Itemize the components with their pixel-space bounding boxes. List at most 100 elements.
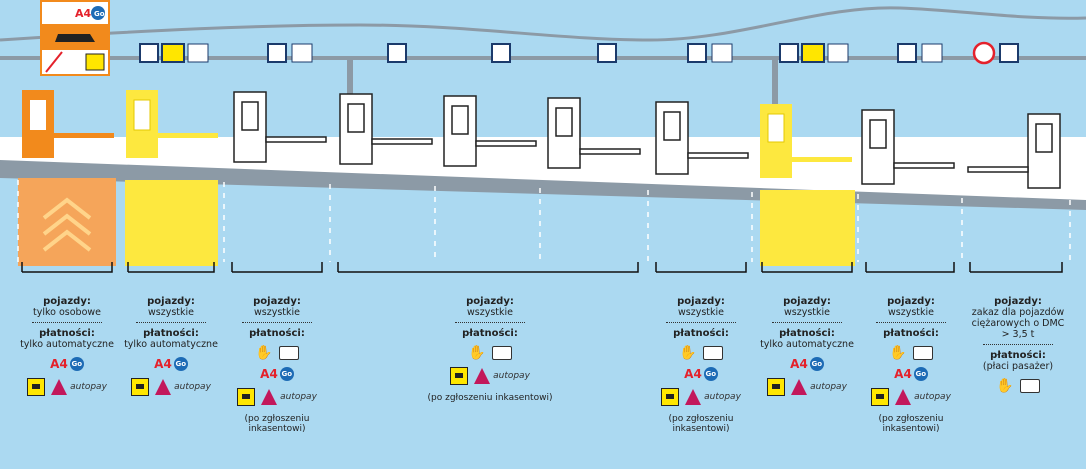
cash-icon: ✋ — [996, 378, 1014, 394]
booth-icon — [387, 43, 407, 63]
no-trucks-icon — [972, 41, 996, 65]
vehicles-heading: pojazdy: — [466, 296, 514, 307]
booth-icon — [597, 43, 617, 63]
lane-6-info: pojazdy: wszystkie płatności: tylko auto… — [752, 296, 862, 396]
cash-icon: ✋ — [468, 345, 486, 361]
booth-icon — [779, 43, 799, 63]
sign-tag-icon — [85, 53, 105, 71]
autopay-logo: autopay — [155, 379, 211, 395]
lane-dividers — [17, 180, 1071, 262]
payment-heading: płatności: — [462, 328, 518, 339]
payment-value: tylko automatyczne — [20, 339, 114, 350]
autopay-logo: autopay — [685, 389, 741, 405]
vehicles-heading: pojazdy: — [677, 296, 725, 307]
card-icon — [702, 346, 723, 360]
autopay-logo: autopay — [261, 389, 317, 405]
card-icon — [278, 346, 299, 360]
a4go-icon — [291, 43, 313, 63]
lane-note: (po zgłoszeniu inkasentowi) — [668, 414, 734, 434]
vehicles-value: wszystkie — [148, 307, 194, 318]
lane-1-info: pojazdy: tylko osobowe płatności: tylko … — [12, 296, 122, 396]
cash-icon: ✋ — [679, 345, 697, 361]
tag-icon — [27, 378, 46, 396]
vehicles-heading: pojazdy: — [994, 296, 1042, 307]
toll-booth-2 — [126, 90, 218, 158]
car-icon — [55, 34, 95, 42]
no-cash-icon — [45, 51, 63, 73]
autopay-logo: autopay — [51, 379, 107, 395]
autopay-logo: autopay — [791, 379, 847, 395]
lane-note: (po zgłoszeniu inkasentowi) — [244, 414, 310, 434]
lane-1-chevrons-icon — [42, 197, 92, 252]
toll-booth-7 — [655, 101, 749, 175]
vehicles-heading: pojazdy: — [43, 296, 91, 307]
vehicles-value: zakaz dla pojazdów ciężarowych o DMC > 3… — [971, 307, 1065, 340]
toll-booth-5 — [443, 95, 537, 167]
toll-booth-1 — [22, 90, 114, 158]
lane-6-highlight — [760, 190, 855, 266]
vehicles-heading: pojazdy: — [887, 296, 935, 307]
booth-icon — [897, 43, 917, 63]
vehicles-heading: pojazdy: — [783, 296, 831, 307]
payment-heading: płatności: — [39, 328, 95, 339]
a4go-icon — [921, 43, 943, 63]
gantry-roof-curve — [0, 6, 1086, 42]
a4go-icon — [187, 43, 209, 63]
lane-1-highlight — [18, 178, 116, 266]
lane-note: (po zgłoszeniu inkasentowi) — [427, 393, 553, 403]
vehicles-value: wszystkie — [678, 307, 724, 318]
toll-booth-6 — [547, 97, 641, 169]
booth-icon — [267, 43, 287, 63]
a4go-icon — [711, 43, 733, 63]
payment-value: (płaci pasażer) — [982, 361, 1054, 372]
payment-value: tylko automatyczne — [760, 339, 854, 350]
tag-icon — [801, 43, 825, 63]
road-surface — [0, 137, 1086, 205]
toll-booth-9 — [861, 109, 955, 185]
lane-brackets — [21, 262, 1063, 273]
toll-booth-10 — [967, 113, 1061, 189]
lane-2-info: pojazdy: wszystkie płatności: tylko auto… — [116, 296, 226, 396]
tag-icon — [237, 388, 256, 406]
lane-2-highlight — [125, 180, 218, 266]
vehicles-value: wszystkie — [254, 307, 300, 318]
card-icon — [1019, 379, 1040, 393]
autopay-logo: autopay — [474, 368, 530, 384]
tag-icon — [131, 378, 150, 396]
vehicles-value: tylko osobowe — [32, 307, 101, 318]
lane-8-info: pojazdy: zakaz dla pojazdów ciężarowych … — [968, 296, 1068, 393]
toll-booth-4 — [339, 93, 433, 165]
vehicles-value: wszystkie — [784, 307, 830, 318]
cash-icon: ✋ — [255, 345, 273, 361]
booth-icon — [687, 43, 707, 63]
payment-heading: płatności: — [673, 328, 729, 339]
tag-icon — [661, 388, 680, 406]
toll-booth-3 — [233, 91, 327, 163]
payment-heading: płatności: — [249, 328, 305, 339]
vehicles-heading: pojazdy: — [147, 296, 195, 307]
booth-icon — [491, 43, 511, 63]
gantry-signs — [139, 41, 1019, 65]
a4go-icon — [827, 43, 849, 63]
lane-4-info: pojazdy: wszystkie płatności: ✋ autopay … — [400, 296, 580, 403]
autopay-logo: autopay — [895, 389, 951, 405]
tag-icon — [450, 367, 469, 385]
tag-icon — [161, 43, 185, 63]
payment-heading: płatności: — [779, 328, 835, 339]
payment-heading: płatności: — [883, 328, 939, 339]
card-icon — [912, 346, 933, 360]
car-only-lane-sign: A4 Go — [40, 0, 110, 76]
booth-icon — [999, 43, 1019, 63]
payment-heading: płatności: — [990, 350, 1046, 361]
card-icon — [491, 346, 512, 360]
payment-heading: płatności: — [143, 328, 199, 339]
tag-icon — [871, 388, 890, 406]
lane-note: (po zgłoszeniu inkasentowi) — [878, 414, 944, 434]
